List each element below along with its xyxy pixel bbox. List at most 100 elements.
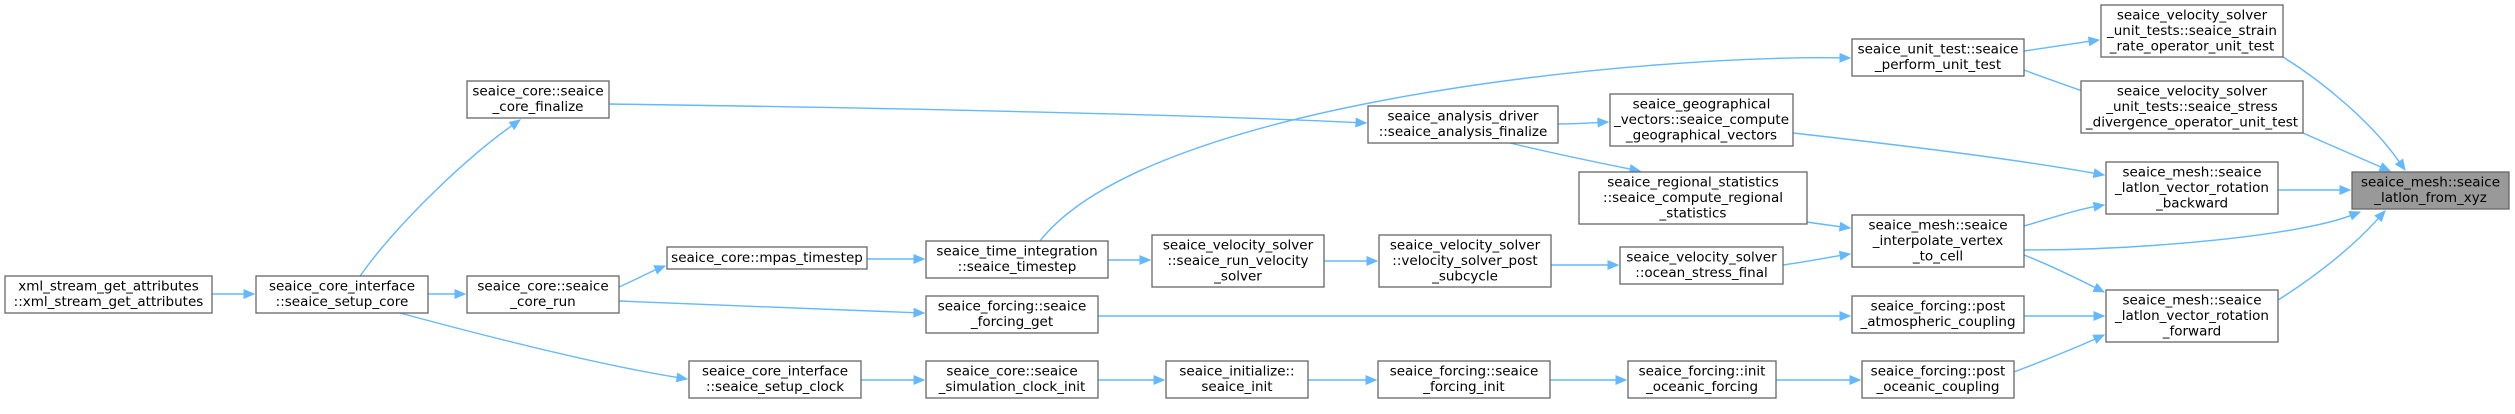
edge-setup_core-to-core_run	[427, 289, 467, 299]
node-label-line: _backward	[2155, 195, 2228, 211]
node-core_run[interactable]: seaice_core::seaice_core_run	[466, 275, 620, 314]
node-box[interactable]	[4, 275, 213, 314]
node-label-line: seaice_time_integration	[936, 244, 1097, 260]
node-box[interactable]	[1165, 360, 1309, 399]
node-label-line: seaice_analysis_driver	[1388, 109, 1539, 125]
arrow-head	[2394, 158, 2406, 172]
edge-setup_core-to-core_finalize	[359, 119, 522, 277]
node-label-line: _vectors::seaice_compute	[1613, 112, 1789, 128]
arrow-head	[1839, 311, 1852, 321]
node-box[interactable]	[666, 246, 868, 270]
node-label-line: ::seaice_run_velocity	[1167, 253, 1308, 269]
node-box[interactable]	[255, 275, 429, 314]
node-box[interactable]	[1851, 295, 2025, 334]
edge-regional_stats-to-interp_vertex	[1806, 221, 1852, 232]
node-label-line: _simulation_clock_init	[938, 379, 1086, 395]
node-box[interactable]	[1619, 246, 1784, 285]
node-geo_vectors[interactable]: seaice_geographical_vectors::seaice_comp…	[1609, 93, 1794, 147]
arrow-head	[1597, 117, 1610, 128]
node-box[interactable]	[466, 80, 610, 119]
node-box[interactable]	[925, 295, 1099, 334]
node-xml_stream[interactable]: xml_stream_get_attributes::xml_stream_ge…	[4, 275, 213, 314]
node-box[interactable]	[2105, 161, 2279, 215]
node-box[interactable]	[1377, 360, 1551, 399]
node-forcing_get[interactable]: seaice_forcing::seaice_forcing_get	[925, 295, 1099, 334]
arrow-head	[1355, 117, 1368, 128]
node-run_velocity[interactable]: seaice_velocity_solver::seaice_run_veloc…	[1151, 234, 1325, 288]
edge-timestep-to-unit_test	[1039, 52, 1852, 242]
edge-line	[2302, 132, 2382, 168]
node-timestep[interactable]: seaice_time_integration::seaice_timestep	[925, 240, 1109, 279]
node-box[interactable]	[688, 360, 862, 399]
node-post_ocean[interactable]: seaice_forcing::post_oceanic_coupling	[1861, 360, 2015, 399]
node-box[interactable]	[2105, 289, 2279, 343]
node-box[interactable]	[1578, 171, 1808, 225]
edge-post_subcycle-to-ocean_stress	[1550, 260, 1620, 270]
node-rot_backward[interactable]: seaice_mesh::seaice_latlon_vector_rotati…	[2105, 161, 2279, 215]
node-strain_test[interactable]: seaice_velocity_solver_unit_tests::seaic…	[2100, 4, 2284, 58]
node-label-line: _to_cell	[1912, 248, 1963, 264]
node-label-line: seaice_forcing::post	[1871, 364, 2006, 380]
node-label-line: ::ocean_stress_final	[1635, 265, 1767, 281]
node-box[interactable]	[2080, 80, 2304, 134]
node-box[interactable]	[466, 275, 620, 314]
node-label-line: _oceanic_coupling	[1876, 379, 2000, 395]
node-box[interactable]	[1609, 93, 1794, 147]
node-label-line: seaice_initialize::	[1179, 364, 1294, 380]
node-clock_init[interactable]: seaice_core::seaice_simulation_clock_ini…	[925, 360, 1099, 399]
edge-line	[2013, 338, 2096, 373]
node-core_finalize[interactable]: seaice_core::seaice_core_finalize	[466, 80, 610, 119]
node-label-line: seaice_mesh::seaice	[1868, 217, 2007, 233]
node-label-line: _rate_operator_unit_test	[2109, 38, 2275, 54]
node-box[interactable]	[1851, 214, 2025, 268]
arrow-head	[1838, 221, 1852, 232]
arrow-head	[243, 289, 256, 299]
arrow-head	[2092, 334, 2106, 344]
edge-analysis_finalize-to-geo_vectors	[1557, 117, 1610, 128]
node-box[interactable]	[925, 240, 1109, 279]
node-label-line: seaice_init	[1201, 379, 1272, 395]
node-root[interactable]: seaice_mesh::seaice_latlon_from_xyz	[2351, 171, 2510, 210]
node-mpas_timestep[interactable]: seaice_core::mpas_timestep	[666, 246, 868, 270]
node-regional_stats[interactable]: seaice_regional_statistics::seaice_compu…	[1578, 171, 1808, 225]
node-box[interactable]	[1367, 105, 1559, 144]
edge-line	[1509, 142, 1631, 170]
node-unit_test[interactable]: seaice_unit_test::seaice_perform_unit_te…	[1851, 38, 2025, 77]
node-ocean_stress[interactable]: seaice_velocity_solver::ocean_stress_fin…	[1619, 246, 1784, 285]
node-post_atmos[interactable]: seaice_forcing::post_atmospheric_couplin…	[1851, 295, 2025, 334]
node-init_oceanic[interactable]: seaice_forcing::init_oceanic_forcing	[1627, 360, 1777, 399]
node-box[interactable]	[1627, 360, 1777, 399]
node-stress_test[interactable]: seaice_velocity_solver_unit_tests::seaic…	[2080, 80, 2304, 134]
node-label-line: _latlon_from_xyz	[2373, 190, 2487, 206]
node-label-line: seaice_core_interface	[702, 364, 848, 380]
node-label-line: seaice_forcing::seaice	[1390, 364, 1539, 380]
node-box[interactable]	[1851, 38, 2025, 77]
node-forcing_init[interactable]: seaice_forcing::seaice_forcing_init	[1377, 360, 1551, 399]
node-seaice_init[interactable]: seaice_initialize::seaice_init	[1165, 360, 1309, 399]
node-setup_clock[interactable]: seaice_core_interface::seaice_setup_cloc…	[688, 360, 862, 399]
node-label-line: _atmospheric_coupling	[1859, 314, 2015, 330]
node-analysis_finalize[interactable]: seaice_analysis_driver::seaice_analysis_…	[1367, 105, 1559, 144]
node-setup_core[interactable]: seaice_core_interface::seaice_setup_core	[255, 275, 429, 314]
node-box[interactable]	[2351, 171, 2510, 210]
edge-setup_core-to-setup_clock	[399, 312, 689, 383]
arrow-head	[1615, 375, 1628, 385]
node-box[interactable]	[1378, 234, 1552, 288]
node-rot_forward[interactable]: seaice_mesh::seaice_latlon_vector_rotati…	[2105, 289, 2279, 343]
arrow-head	[2092, 168, 2106, 179]
node-box[interactable]	[1861, 360, 2015, 399]
edge-clock_init-to-seaice_init	[1097, 375, 1166, 385]
edge-mpas_timestep-to-timestep	[867, 254, 926, 264]
node-post_subcycle[interactable]: seaice_velocity_solver::velocity_solver_…	[1378, 234, 1552, 288]
edge-core_finalize-to-analysis_finalize	[608, 103, 1368, 128]
edge-run_velocity-to-post_subcycle	[1324, 256, 1379, 266]
node-box[interactable]	[2100, 4, 2284, 58]
node-interp_vertex[interactable]: seaice_mesh::seaice_interpolate_vertex_t…	[1851, 214, 2025, 268]
edge-line	[399, 312, 678, 379]
node-label-line: seaice_velocity_solver	[1626, 250, 1777, 266]
arrow-head	[1607, 260, 1620, 270]
node-box[interactable]	[1151, 234, 1325, 288]
node-box[interactable]	[925, 360, 1099, 399]
node-label-line: seaice_core::mpas_timestep	[671, 250, 863, 266]
edge-post_atmos-to-rot_forward	[2023, 311, 2106, 321]
